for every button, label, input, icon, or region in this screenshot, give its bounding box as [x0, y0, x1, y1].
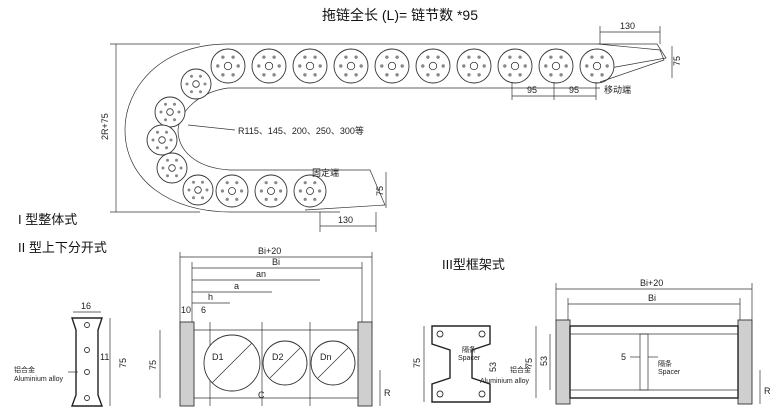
spacer-dim-75: 75	[412, 358, 422, 368]
frame-dim-5: 5	[621, 352, 626, 362]
type-2-label: II 型上下分开式	[18, 240, 107, 255]
frame-dim-53: 53	[539, 356, 549, 366]
chain-link	[146, 124, 178, 156]
drag-chain-side-view	[124, 43, 667, 213]
spacer-cn: 隔条	[462, 345, 476, 354]
chain-link	[538, 48, 574, 84]
chain-link	[156, 152, 188, 184]
dim-75-lower: 75	[375, 186, 385, 196]
cs-a: a	[234, 281, 239, 291]
side-material-cn: 铝合金	[14, 365, 35, 374]
chain-length-formula: 拖链全长 (L)= 链节数 *95	[322, 7, 478, 23]
cs-dim-75: 75	[148, 360, 158, 370]
frame-bi20: Bi+20	[640, 278, 663, 288]
spacer-view: 75 隔条 Spacer 53 铝合金 Aluminium alloy	[412, 325, 531, 403]
spacer-en: Spacer	[458, 355, 481, 362]
dim-95-a: 95	[527, 85, 537, 95]
top-dimensions: 130 75 95 95 移动端 2R+75 R115、145、200、250、…	[100, 21, 682, 232]
cs-h: h	[208, 292, 213, 302]
side-dim-16: 16	[81, 301, 91, 311]
spacer-material-cn: 铝合金	[510, 365, 531, 374]
side-dim-11: 11	[100, 352, 109, 362]
dim-95-b: 95	[569, 85, 579, 95]
chain-link	[333, 48, 369, 84]
type-3-label: III型框架式	[442, 257, 505, 272]
frame-view: Bi+20 Bi 5 隔条 Spacer 75 53 R	[524, 278, 771, 405]
moving-end-label: 移动端	[604, 84, 631, 95]
cs-d2: D2	[272, 352, 284, 362]
spacer-material-en: Aluminium alloy	[480, 378, 530, 385]
frame-spacer-cn: 隔条	[658, 359, 672, 368]
chain-link	[579, 48, 615, 84]
chain-link	[210, 48, 246, 84]
cs-dn: Dn	[320, 352, 332, 362]
chain-link	[215, 174, 249, 208]
chain-link	[180, 68, 212, 100]
chain-link	[456, 48, 492, 84]
chain-link	[154, 96, 186, 128]
frame-bi: Bi	[648, 293, 656, 303]
frame-spacer-en: Spacer	[658, 369, 681, 376]
cs-r: R	[384, 388, 391, 398]
radius-note: R115、145、200、250、300等	[238, 125, 364, 136]
spacer-dim-53: 53	[488, 362, 498, 372]
chain-link	[497, 48, 533, 84]
chain-link	[374, 48, 410, 84]
cs-an: an	[256, 269, 266, 279]
frame-r: R	[764, 386, 771, 396]
cs-c: C	[258, 390, 265, 400]
cs-d6: 6	[201, 305, 206, 315]
frame-dim-75: 75	[524, 358, 534, 368]
dim-75-right: 75	[672, 56, 682, 66]
aluminium-side-view: 16 75 11 铝合金 Aluminium alloy	[14, 301, 128, 407]
cs-bi20: Bi+20	[258, 246, 281, 256]
chain-link	[254, 174, 288, 208]
chain-link	[415, 48, 451, 84]
cs-d10: 10	[181, 305, 191, 315]
cs-bi: Bi	[272, 257, 280, 267]
dim-2r75: 2R+75	[100, 113, 110, 140]
side-dim-75: 75	[118, 358, 128, 368]
type-1-label: I 型整体式	[18, 212, 77, 227]
side-material-en: Aluminium alloy	[14, 376, 64, 383]
chain-link	[293, 174, 327, 208]
dim-130-top: 130	[620, 21, 635, 31]
cross-section-view: Bi+20 Bi an a h 10 6 D1 D2 Dn C 7	[148, 246, 391, 407]
fixed-end-label: 固定端	[312, 167, 339, 178]
chain-link	[182, 174, 214, 206]
cs-d1: D1	[212, 352, 224, 362]
dim-130-bottom: 130	[338, 215, 353, 225]
chain-link	[292, 48, 328, 84]
chain-link	[251, 48, 287, 84]
